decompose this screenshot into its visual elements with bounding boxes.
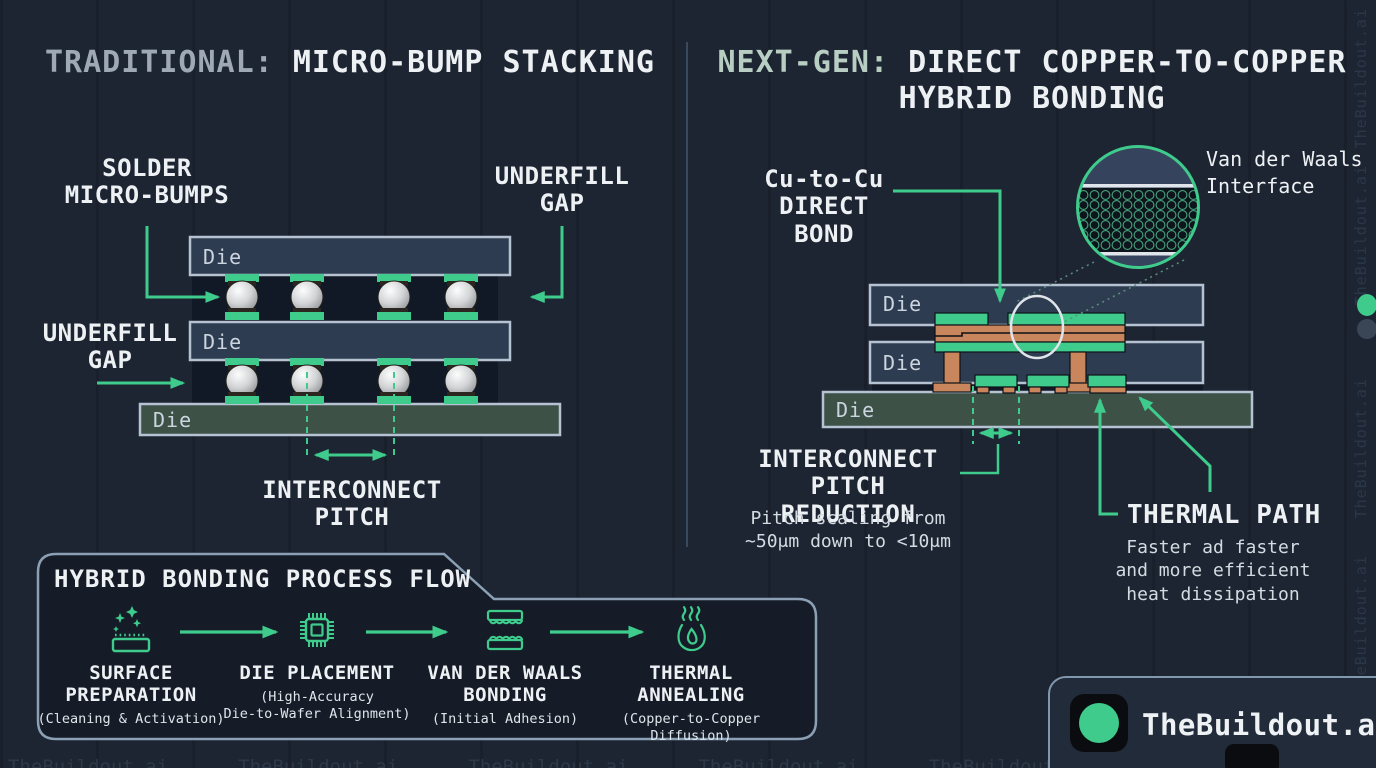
step-thermal-annealing: THERMAL ANNEALING (Copper-to-Copper Diff… [600, 604, 782, 744]
step-title: THERMAL ANNEALING [637, 662, 745, 706]
pitch-reduction-heading: INTERCONNECT PITCH REDUCTION [758, 445, 938, 528]
thermal-path-subtext: Faster ad faster and more efficient heat… [1115, 537, 1311, 605]
cu-direct-bond-arrow [893, 189, 1006, 304]
pitch-reduction-bracket [960, 444, 1000, 475]
vdw-interface-label: Van der Waals Interface [1206, 147, 1363, 198]
tsv-right [1069, 351, 1087, 386]
right-title-line2: HYBRID BONDING [898, 81, 1166, 116]
bond-seam-line [935, 332, 1125, 337]
right-title-prefix: NEXT-GEN: [717, 45, 909, 80]
watermark-text: TheBuildout.ai [468, 756, 629, 768]
partial-logo-icon [1225, 744, 1279, 768]
die-label-mid-left: Die [203, 330, 243, 354]
brand-logo-icon [1070, 694, 1128, 752]
step-title: SURFACE PREPARATION [65, 662, 197, 706]
die-label-base-right: Die [836, 398, 876, 422]
die-mid-left [188, 320, 512, 362]
brand-card: TheBuildout.ai [1048, 676, 1376, 768]
step-title: VAN DER WAALS BONDING [427, 662, 583, 706]
flow-arrow-3 [550, 625, 645, 639]
left-title: TRADITIONAL: MICRO-BUMP STACKING [45, 45, 655, 80]
watermark-text: TheBuildout.ai [698, 756, 859, 768]
hybrid-bonding-diagram [821, 145, 1254, 516]
process-flow-panel [36, 552, 818, 741]
step-subtitle: (Cleaning & Activation) [37, 710, 225, 727]
bond-highlight-circle [1009, 294, 1065, 360]
right-title: NEXT-GEN: DIRECT COPPER-TO-COPPER HYBRID… [700, 45, 1364, 117]
right-title-line1: DIRECT COPPER-TO-COPPER [908, 45, 1347, 80]
step-surface-preparation: SURFACE PREPARATION (Cleaning & Activati… [28, 604, 234, 728]
die-label-base-left: Die [153, 408, 193, 432]
microbump-stack-diagram [97, 226, 564, 461]
watermark-text: TheBuildout.ai [238, 756, 399, 768]
underfill-gap-left-label: UNDERFILL GAP [42, 319, 178, 375]
step-vdw-bonding: VAN DER WAALS BONDING (Initial Adhesion) [420, 604, 590, 728]
flow-arrow-1 [180, 625, 279, 639]
left-title-prefix: TRADITIONAL: [45, 45, 293, 80]
die-label-top-right: Die [883, 292, 923, 316]
solder-microbumps-label: SOLDER MICRO-BUMPS [64, 154, 230, 210]
brand-logo-dot [1079, 703, 1119, 743]
edge-dot-gray [1357, 319, 1376, 339]
thermal-path-arrow-up [1094, 397, 1118, 516]
left-title-main: MICRO-BUMP STACKING [292, 45, 655, 80]
molecule-lattice [1078, 190, 1199, 250]
pitch-reduction-subtext: Pitch scaling from ~50μm down to <10μm [745, 508, 951, 553]
cu-to-cu-label: Cu-to-Cu DIRECT BOND [764, 165, 884, 248]
step-title: DIE PLACEMENT [239, 662, 395, 684]
underfill-gap-top-label: UNDERFILL GAP [494, 162, 630, 218]
cu-bond-stack [932, 312, 1127, 394]
step-subtitle: (Initial Adhesion) [431, 710, 579, 727]
flow-arrow-2 [366, 625, 449, 639]
step-subtitle: (High-Accuracy Die-to-Wafer Alignment) [223, 688, 411, 722]
interconnect-pitch-label: INTERCONNECT PITCH [262, 476, 442, 532]
thermal-path-heading: THERMAL PATH [1127, 500, 1321, 530]
brand-wordmark: TheBuildout.ai [1142, 708, 1376, 742]
step-subtitle: (Copper-to-Copper Diffusion) [621, 710, 761, 744]
vdw-magnifier [1015, 145, 1200, 323]
underfill-top-arrow [529, 226, 564, 303]
bonding-plates-icon [486, 609, 524, 651]
watermark-text: TheBuildout.ai [8, 756, 169, 768]
die-base-left [138, 402, 562, 437]
edge-dot-green [1357, 294, 1376, 316]
die-base-right [821, 390, 1254, 429]
sparkle-tray-icon [111, 606, 151, 653]
thermal-path-arrow-diag [1138, 396, 1212, 492]
die-label-mid-right: Die [883, 351, 923, 375]
chip-icon [300, 613, 334, 647]
die-label-top-left: Die [203, 245, 243, 269]
solder-bumps-arrow [145, 226, 221, 303]
flame-icon [677, 606, 706, 652]
step-die-placement: DIE PLACEMENT (High-Accuracy Die-to-Wafe… [222, 604, 412, 723]
die-top-left [188, 235, 512, 277]
process-flow-title: HYBRID BONDING PROCESS FLOW [54, 565, 472, 593]
tsv-left [943, 351, 961, 386]
